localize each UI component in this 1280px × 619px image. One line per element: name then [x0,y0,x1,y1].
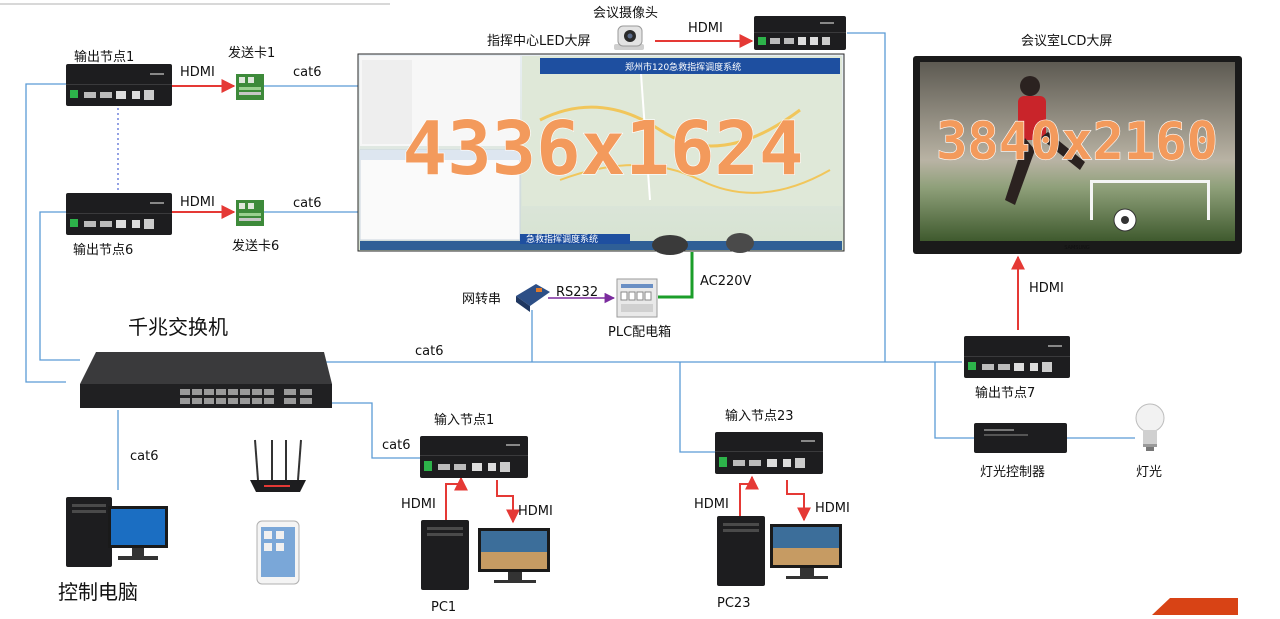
wifi-router-icon [250,439,306,492]
led-screen-label: 指挥中心LED大屏 [487,34,590,49]
plc-box [616,278,658,318]
light-bulb-icon [1135,403,1165,451]
conference-camera [614,25,644,50]
send-card-6 [236,200,264,226]
serial-converter-label: 网转串 [462,292,501,307]
cat6-label-control: cat6 [130,449,158,464]
hdmi-label-pc1-out: HDMI [518,504,553,519]
ac-power-line [658,252,694,299]
output-node-7-label: 输出节点7 [975,385,1035,401]
switch-label: 千兆交换机 [128,315,228,339]
output-node-6 [66,193,172,235]
control-pc [66,497,168,567]
hdmi-label-camera: HDMI [688,21,723,36]
lcd-resolution: 3840x2160 [936,112,1218,172]
serial-converter [516,284,550,312]
led-screen: 郑州市120急救指挥调度系统 急救指挥调度系统 4336x1624 [357,53,845,255]
hdmi-label-pc1-in: HDMI [401,497,436,512]
pc23-label: PC23 [717,596,750,611]
cat6-label-card1: cat6 [293,65,321,80]
send-card-1 [236,74,264,100]
input-node-1-label: 输入节点1 [434,412,494,428]
lcd-brand: SAMSUNG [1064,245,1090,251]
network-cabling [25,32,1135,490]
hdmi-arrows [172,34,1025,524]
lcd-screen: SAMSUNG 3840x2160 [913,56,1242,254]
tablet-icon [256,520,300,585]
control-pc-label: 控制电脑 [58,580,138,604]
led-banner-title: 郑州市120急救指挥调度系统 [625,61,741,73]
output-node-7 [964,336,1070,378]
output-node-1-label: 输出节点1 [74,49,134,65]
rs232-label: RS232 [556,285,598,300]
light-controller [974,423,1067,453]
camera-label: 会议摄像头 [593,6,658,21]
input-node-23-label: 输入节点23 [725,408,794,424]
cat6-label-input1: cat6 [382,438,410,453]
pc23-tower [717,516,765,586]
pc1-monitor [478,528,550,583]
cat6-label-card6: cat6 [293,196,321,211]
input-node-23 [715,432,823,474]
cat6-label-bus: cat6 [415,344,443,359]
led-resolution: 4336x1624 [403,106,804,192]
pc1-label: PC1 [431,600,456,615]
plc-box-label: PLC配电箱 [608,324,671,340]
ac220v-label: AC220V [700,274,752,289]
output-node-1 [66,64,172,106]
pc23-monitor [770,524,842,579]
send-card-1-label: 发送卡1 [228,45,275,61]
led-subwindow-title: 急救指挥调度系统 [526,233,598,245]
corner-accent [1152,598,1238,615]
pc1-tower [421,520,469,590]
hdmi-label-node1: HDMI [180,65,215,80]
gigabit-switch [80,352,332,408]
light-controller-label: 灯光控制器 [980,465,1045,480]
hdmi-label-pc23-out: HDMI [815,501,850,516]
camera-input-node [754,16,846,50]
hdmi-label-lcd: HDMI [1029,281,1064,296]
lcd-screen-label: 会议室LCD大屏 [1021,33,1112,49]
send-card-6-label: 发送卡6 [232,238,279,254]
hdmi-label-node6: HDMI [180,195,215,210]
output-node-6-label: 输出节点6 [73,242,133,258]
input-node-1 [420,436,528,478]
hdmi-label-pc23-in: HDMI [694,497,729,512]
light-label: 灯光 [1136,465,1162,480]
